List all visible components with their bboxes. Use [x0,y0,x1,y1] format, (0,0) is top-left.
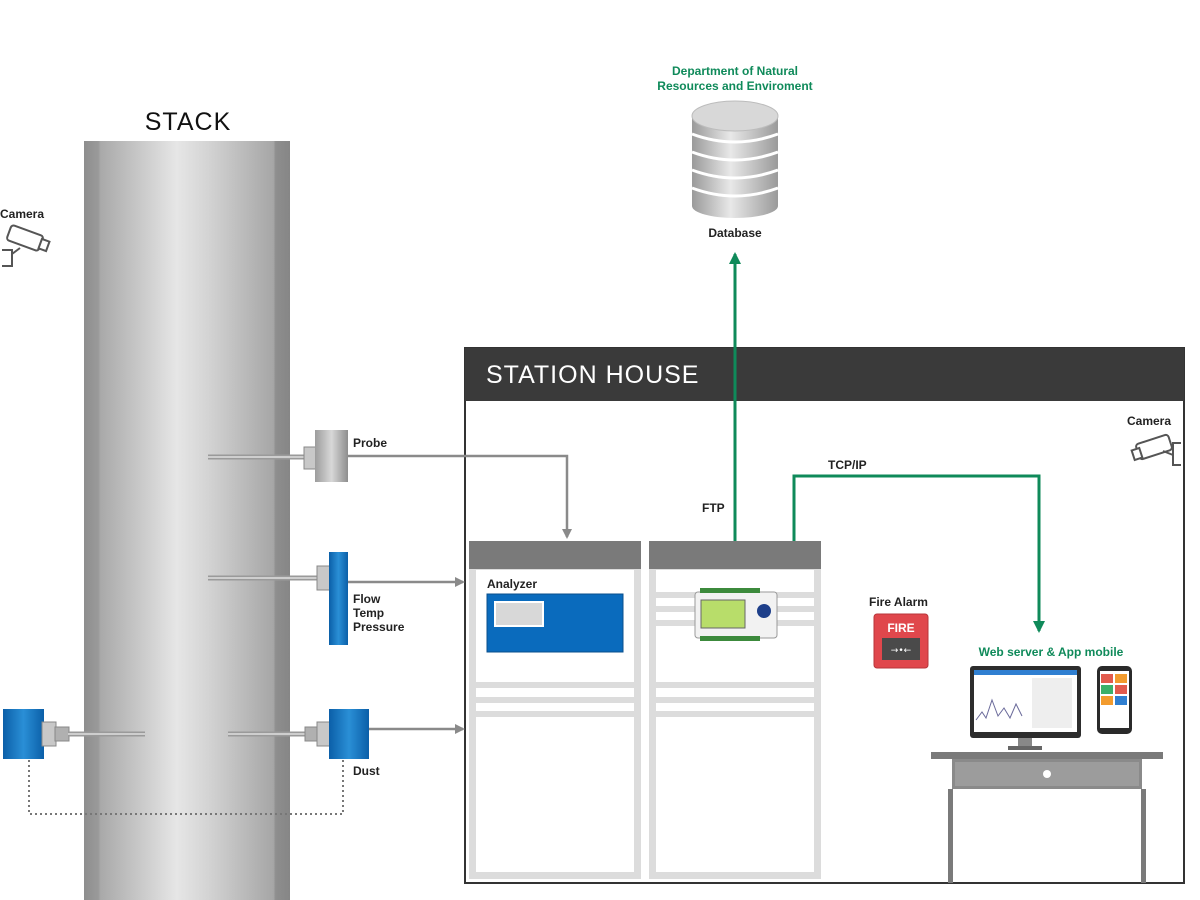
phone-icon [1097,666,1132,734]
database-label: Database [708,226,762,240]
probe-to-analyzer-line [348,454,572,539]
analyzer-cabinet [469,541,641,879]
desk [931,752,1163,883]
datalogger-device [694,588,778,641]
camera-icon [2,224,51,267]
dust-label: Dust [353,764,380,778]
web-server-label: Web server & App mobile [979,645,1124,659]
dust-link-dotted [28,760,344,815]
probe-icon [315,430,348,482]
probe-flange [303,446,317,470]
camera-right-label: Camera [1127,414,1171,428]
stack-title: STACK [145,108,232,136]
stack-chimney [84,141,290,900]
database-icon [691,100,779,218]
flow-label: Flow [353,592,381,606]
fire-alarm-icon: FIRE →•← [873,613,929,669]
camera-left-label: Camera [0,207,44,221]
ftp-label: FTP [702,501,725,515]
monitor-icon [970,666,1081,750]
department-line2: Resources and Enviroment [657,79,812,93]
fire-alarm-label: Fire Alarm [869,595,928,609]
camera-icon [1130,433,1181,466]
analyzer-label: Analyzer [487,577,537,591]
flow-flange [316,565,332,591]
department-line1: Department of Natural [672,64,798,78]
probe-label: Probe [353,436,387,450]
station-house-title: STATION HOUSE [486,361,699,389]
tcpip-label: TCP/IP [828,458,867,472]
dust-sensor-left-icon [3,709,44,759]
analyzer-screen [494,601,544,627]
svg-text:FIRE: FIRE [887,621,914,635]
dust-sensor-icon [329,709,369,759]
svg-text:→•←: →•← [891,646,912,656]
tcpip-link [792,474,1045,633]
station-house-header [465,348,1184,401]
flow-sensor-icon [329,552,348,645]
pressure-label: Pressure [353,620,405,634]
temp-label: Temp [353,606,384,620]
